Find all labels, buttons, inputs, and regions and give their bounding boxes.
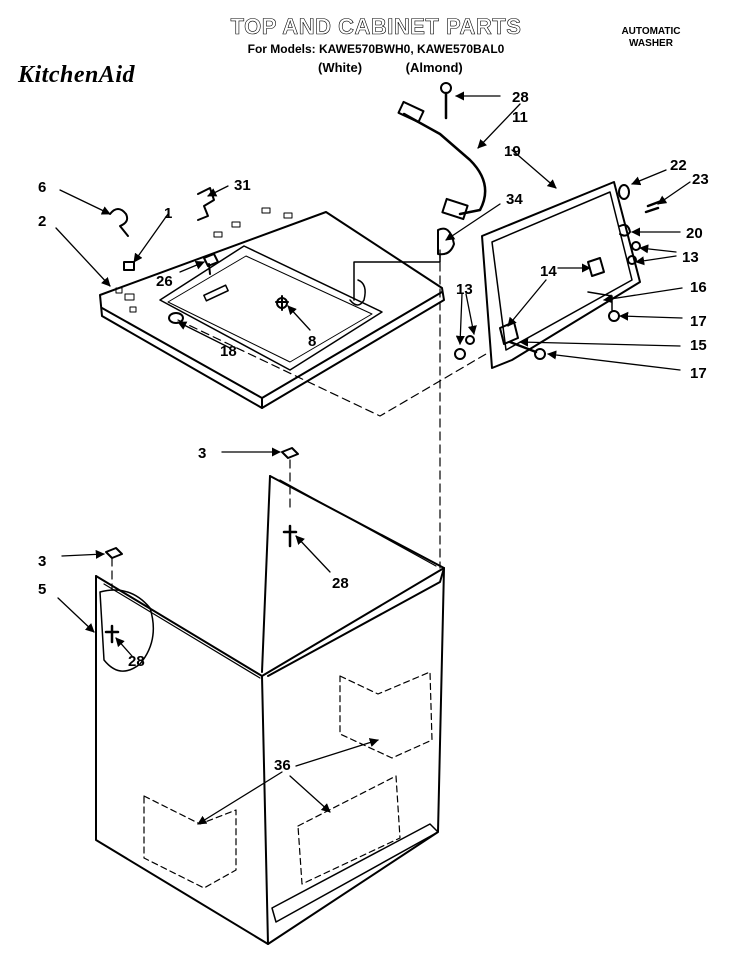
- wire-harness: [402, 112, 487, 216]
- callout-28-side: 28: [128, 653, 145, 670]
- callout-3-top: 3: [198, 445, 206, 462]
- bracket-14: [587, 257, 605, 277]
- callout-28-top: 28: [512, 89, 529, 106]
- callout-8: 8: [308, 333, 316, 350]
- page-title: TOP AND CABINET PARTS: [230, 14, 522, 40]
- cabinet: [95, 475, 445, 945]
- callout-17-lower: 17: [690, 365, 707, 382]
- rod-15: [508, 340, 538, 354]
- callout-6: 6: [38, 179, 46, 196]
- brand-logo: KitchenAid: [18, 62, 136, 88]
- variant-almond: (Almond): [405, 60, 463, 75]
- leader-lines: [55, 91, 691, 825]
- callout-18: 18: [220, 343, 237, 360]
- callout-26: 26: [156, 273, 173, 290]
- color-variants: (White) (Almond): [318, 60, 503, 75]
- clip-26: [203, 253, 219, 275]
- callout-17-upper: 17: [690, 313, 707, 330]
- callout-28-cabinet: 28: [332, 575, 349, 592]
- seal-22: [618, 184, 630, 200]
- clip-31: [197, 187, 215, 221]
- callout-19: 19: [504, 143, 521, 160]
- callout-15: 15: [690, 337, 707, 354]
- lid-pad: [168, 312, 184, 324]
- callout-11: 11: [512, 109, 528, 126]
- lid-bumper: [203, 284, 229, 302]
- callout-34: 34: [506, 191, 523, 208]
- callout-13-right: 13: [682, 249, 699, 266]
- product-type-line2: WASHER: [629, 38, 673, 49]
- callout-2: 2: [38, 213, 46, 230]
- knob-17b: [534, 348, 546, 360]
- screw-28-top: [440, 82, 452, 120]
- clip-3-top: [281, 447, 299, 459]
- callout-31: 31: [234, 177, 251, 194]
- callout-36: 36: [274, 757, 291, 774]
- clip-20: [619, 223, 631, 237]
- callout-20: 20: [686, 225, 703, 242]
- product-type-line1: AUTOMATIC: [621, 26, 681, 37]
- callout-5: 5: [38, 581, 46, 598]
- insulation-pads: [143, 671, 433, 889]
- callout-23: 23: [692, 171, 709, 188]
- models-line: For Models: KAWE570BWH0, KAWE570BAL0: [247, 42, 505, 56]
- clip-1: [123, 261, 135, 271]
- console-panel: [481, 181, 641, 369]
- top-panel: [99, 207, 445, 409]
- callout-13-left: 13: [456, 281, 473, 298]
- callout-3-side: 3: [38, 553, 46, 570]
- product-type: AUTOMATIC WASHER: [606, 26, 696, 50]
- callout-1: 1: [164, 205, 172, 222]
- clip-3-side: [105, 547, 123, 559]
- variant-white: (White): [318, 60, 363, 75]
- callout-22: 22: [670, 157, 687, 174]
- cutaway: [99, 589, 155, 672]
- callout-14: 14: [540, 263, 557, 280]
- callout-16: 16: [690, 279, 707, 296]
- clip-6: [109, 208, 129, 237]
- lid-switch: [437, 227, 455, 256]
- knob-17a: [608, 310, 620, 322]
